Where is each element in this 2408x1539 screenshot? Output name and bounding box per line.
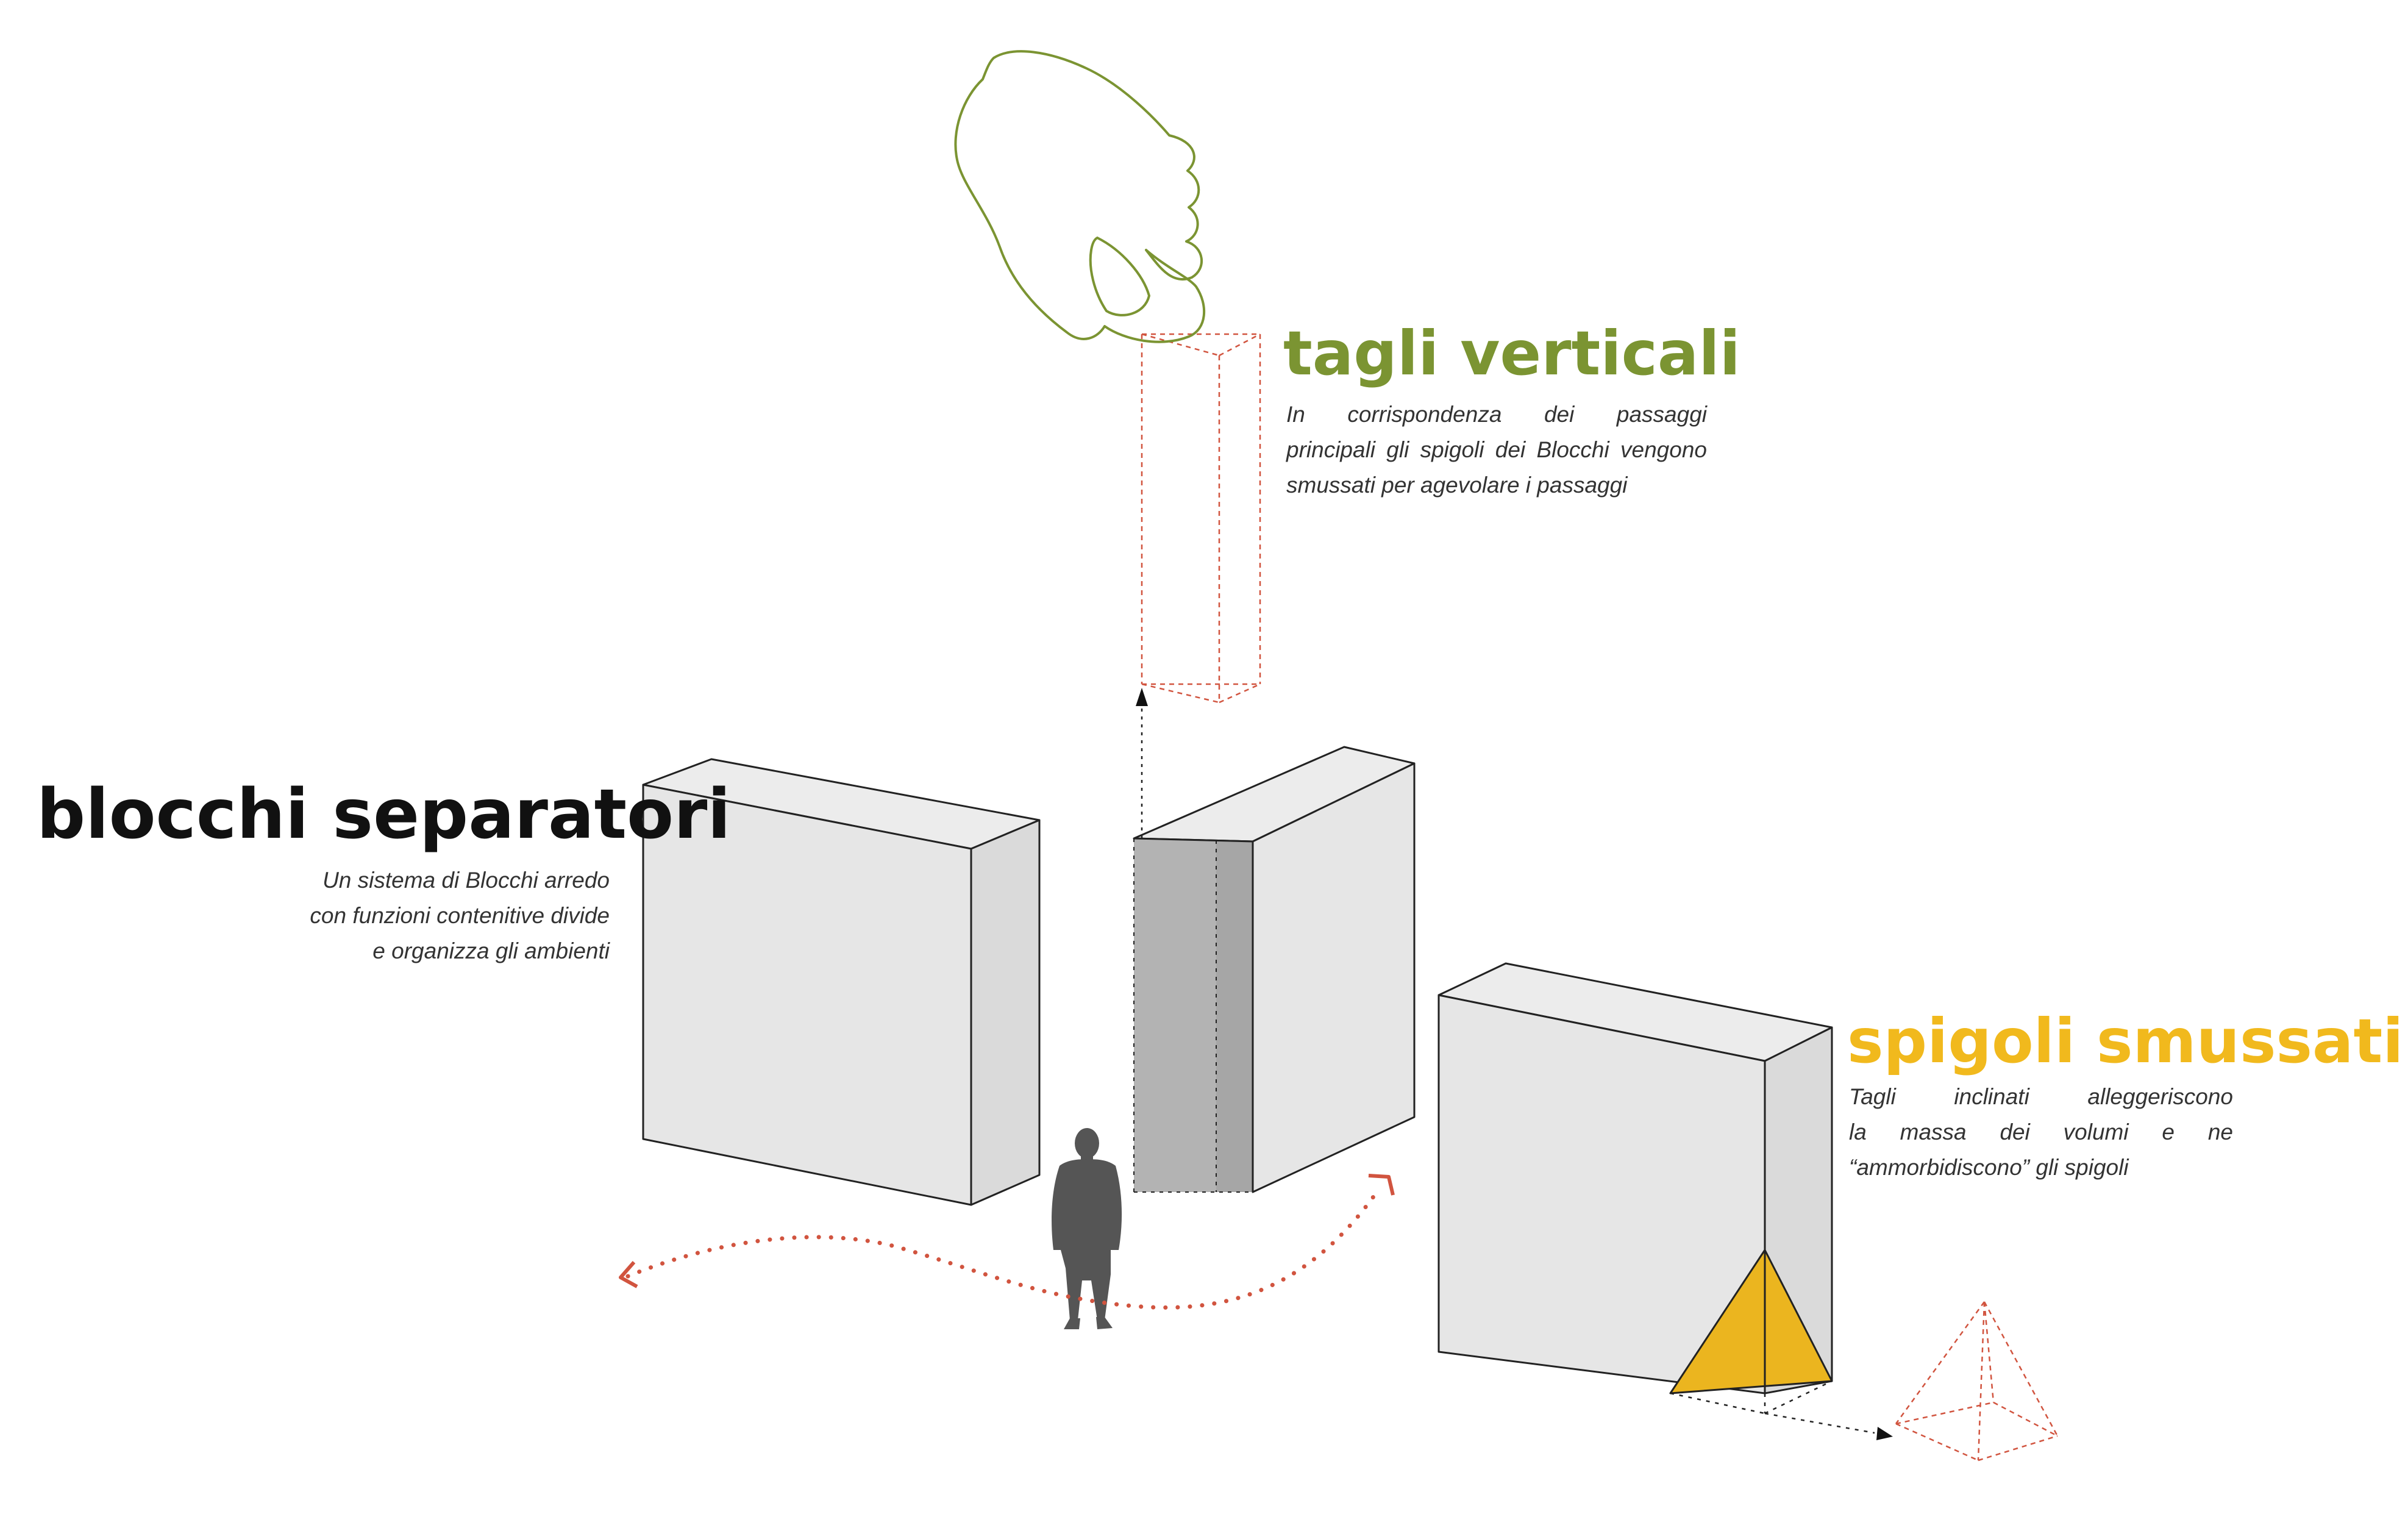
tagli-verticali-title: tagli verticali <box>1283 318 1740 389</box>
tagli-line-1: In corrispondenza dei passaggi <box>1286 402 1707 427</box>
hand-fingertip-outline <box>1089 236 1151 316</box>
spigoli-line-1: Tagli inclinati alleggeriscono <box>1849 1084 2233 1109</box>
walking-path-left-arrowhead <box>619 1261 638 1288</box>
vertical-cut-shade <box>1133 837 1254 1193</box>
spigoli-smussati-title: spigoli smussati <box>1847 1005 2404 1077</box>
chamfer-cut <box>1669 1249 1833 1394</box>
tagli-line-2: principali gli spigoli dei Blocchi vengo… <box>1286 437 1707 462</box>
block-left <box>642 758 1041 1206</box>
walking-path-right-arrowhead <box>1368 1174 1395 1196</box>
block-middle <box>1133 746 1416 1193</box>
blocchi-separatori-title: blocchi separatori <box>37 775 731 854</box>
spigoli-line-2: la massa dei volumi e ne <box>1849 1119 2233 1144</box>
pyramid-wireframe <box>1895 1301 2059 1462</box>
spigoli-line-3: “ammorbidiscono” gli spigoli <box>1849 1155 2129 1180</box>
tagli-verticali-description: In corrispondenza dei passaggi principal… <box>1286 397 1707 503</box>
walking-path-arrow-icon <box>625 1187 1381 1310</box>
blocchi-line-3: e organizza gli ambienti <box>372 938 610 963</box>
vertical-prism-wireframe <box>1141 333 1261 704</box>
spigoli-smussati-description: Tagli inclinati alleggeriscono la massa … <box>1849 1079 2233 1185</box>
blocchi-separatori-description: Un sistema di Blocchi arredo con funzion… <box>256 863 610 969</box>
person-silhouette-icon <box>1052 1128 1122 1329</box>
tagli-line-3: smussati per agevolare i passaggi <box>1286 473 1628 498</box>
projection-arrowhead <box>1876 1427 1893 1440</box>
blocchi-line-1: Un sistema di Blocchi arredo <box>322 868 610 893</box>
chamfer-projection <box>1670 1380 1875 1434</box>
vertical-guide-arrowhead <box>1136 688 1148 706</box>
hand-outline-icon <box>954 50 1206 343</box>
blocchi-line-2: con funzioni contenitive divide <box>310 903 610 928</box>
